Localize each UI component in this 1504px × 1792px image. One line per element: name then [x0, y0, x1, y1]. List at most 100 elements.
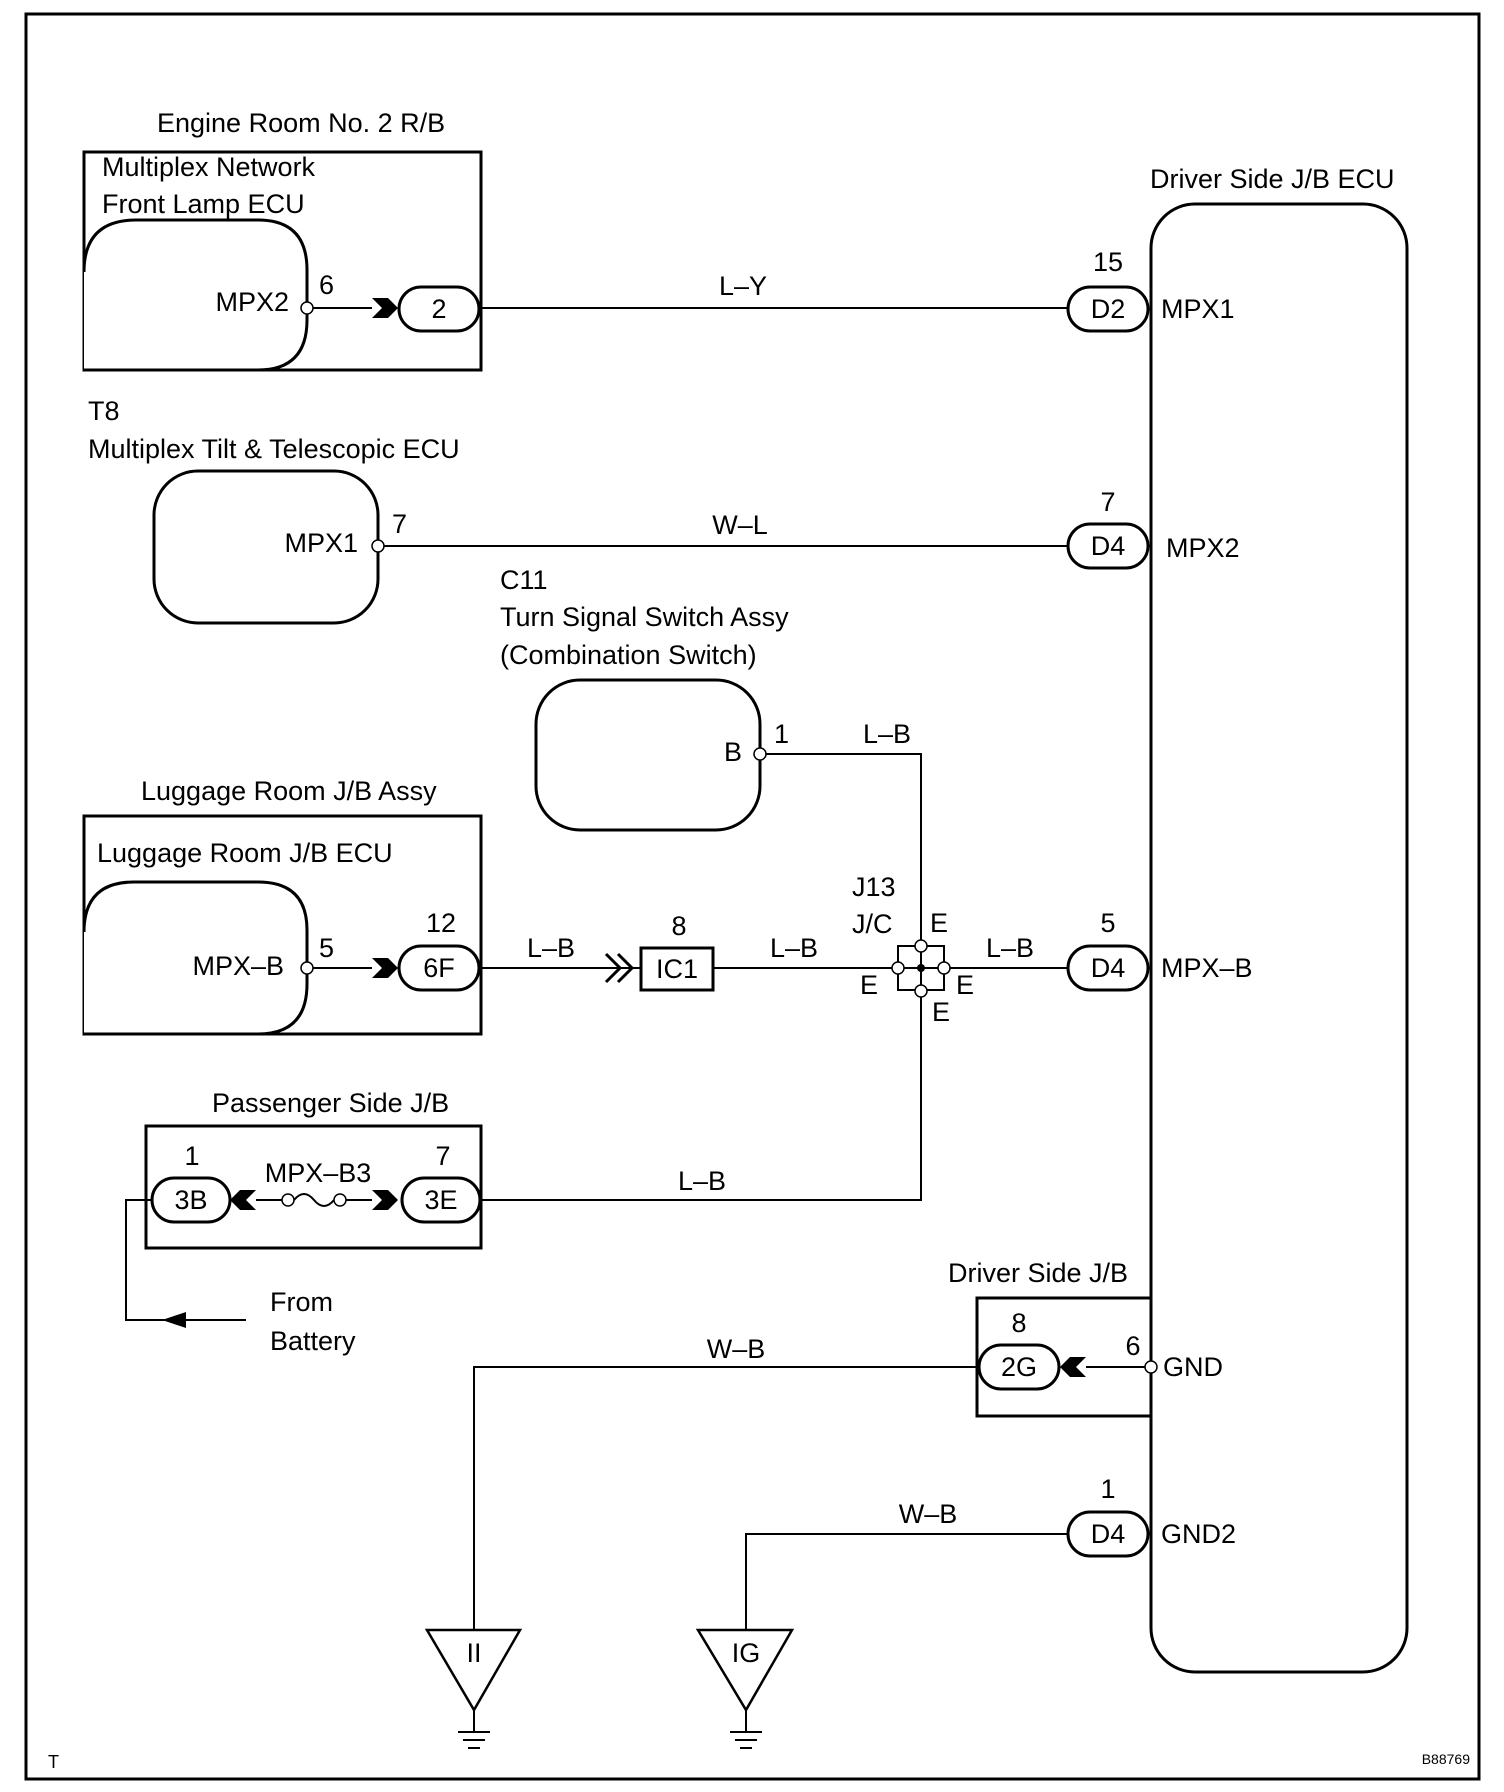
jc-terminal-right: [937, 961, 951, 975]
ecu-gnd-terminal-dot: [1144, 1360, 1158, 1374]
junction-connector-j13: J13 J/C E E E E: [852, 872, 974, 1027]
luggage-jb-ecu-body: [82, 880, 309, 1036]
front-lamp-ecu-label-2: Front Lamp ECU: [102, 189, 305, 219]
jc-title: J/C: [852, 909, 893, 939]
jc-e-right: E: [956, 970, 974, 1000]
wire-color-lb-switch: L–B: [863, 719, 911, 749]
connector-2: [397, 285, 481, 333]
driver-jb-ecu-body: [1149, 202, 1409, 1674]
connector-6f-pin: 12: [426, 908, 456, 938]
figure-code: B88769: [1422, 1751, 1470, 1767]
ic1-pin: 8: [671, 911, 686, 941]
front-lamp-pin: 6: [319, 270, 334, 300]
wire-color-wl: W–L: [712, 510, 768, 540]
fuse-label: MPX–B3: [265, 1158, 372, 1188]
ecu-gnd-pin: 6: [1125, 1331, 1140, 1361]
jc-e-left: E: [860, 970, 878, 1000]
gnd-circuit: W–B II: [424, 1334, 979, 1749]
wire-color-lb-jc: L–B: [986, 933, 1034, 963]
passenger-circuit: L–B: [480, 997, 922, 1201]
front-lamp-ecu-label-1: Multiplex Network: [102, 152, 316, 182]
connector-d2-label: D2: [1091, 294, 1126, 324]
wire-color-lb-ic1: L–B: [770, 933, 818, 963]
connector-2g-label: 2G: [1001, 1352, 1037, 1382]
ecu-mpx1-terminal: MPX1: [1161, 294, 1235, 324]
wire-color-wb-gnd: W–B: [707, 1334, 766, 1364]
driver-side-jb: Driver Side J/B 8 2G 6 GND: [948, 1258, 1223, 1418]
connector-6f-label: 6F: [423, 953, 455, 983]
mpx1-circuit: L–Y D2 15 MPX1: [481, 247, 1235, 333]
ground-ii-label: II: [466, 1638, 481, 1668]
tilt-ecu-pin: 7: [392, 509, 407, 539]
ic1-circuit: L–B IC1 8 L–B: [479, 911, 894, 992]
wire-color-lb-luggage: L–B: [527, 933, 575, 963]
connector-d4-mpxb-label: D4: [1091, 953, 1126, 983]
d4-mpxb-pin: 5: [1100, 908, 1115, 938]
jc-e-top: E: [930, 908, 948, 938]
ground-point-ii: [424, 1628, 523, 1713]
front-lamp-ecu-body: [82, 218, 309, 372]
engine-room-rb-title: Engine Room No. 2 R/B: [157, 108, 445, 138]
driver-jb-ecu-title: Driver Side J/B ECU: [1150, 164, 1395, 194]
connector-d4-gnd2-label: D4: [1091, 1519, 1126, 1549]
connector-d2: [1066, 285, 1150, 333]
front-lamp-mpx2-terminal: MPX2: [215, 287, 289, 317]
connector-arrow-icon: [372, 1190, 398, 1210]
ecu-mpxb-terminal: MPX–B: [1161, 953, 1253, 983]
connector-d4-mpx2: [1066, 522, 1150, 570]
battery-feed: From Battery: [125, 1199, 356, 1356]
turn-switch-terminal-dot: [753, 747, 767, 761]
tilt-telescopic-ecu: T8 Multiplex Tilt & Telescopic ECU MPX1 …: [88, 396, 1240, 625]
diagram-frame: [24, 12, 1481, 1781]
battery-label-1: From: [270, 1287, 333, 1317]
passenger-left-pin: 1: [184, 1141, 199, 1171]
ground-ig-label: IG: [732, 1638, 761, 1668]
d2-pin: 15: [1093, 247, 1123, 277]
turn-switch-title-1: Turn Signal Switch Assy: [500, 602, 789, 632]
double-chevron-icon: [604, 952, 623, 984]
turn-switch-pin: 1: [774, 719, 789, 749]
connector-2-label: 2: [431, 294, 446, 324]
battery-label-2: Battery: [270, 1326, 356, 1356]
luggage-jb-ecu-label: Luggage Room J/B ECU: [97, 838, 393, 868]
passenger-right-pin: 7: [435, 1141, 450, 1171]
driver-jb-ecu: Driver Side J/B ECU: [1149, 164, 1409, 1674]
gnd2-circuit: 1 D4 GND2 W–B IG: [695, 1474, 1236, 1749]
wire-color-ly: L–Y: [719, 271, 767, 301]
jc-terminal-left: [891, 961, 905, 975]
passenger-side-jb: Passenger Side J/B 1 3B MPX–B3 7 3E: [144, 1088, 483, 1250]
luggage-jb-title: Luggage Room J/B Assy: [141, 776, 437, 806]
wire-color-wb-gnd2: W–B: [899, 1499, 958, 1529]
connector-3b-label: 3B: [174, 1185, 207, 1215]
turn-switch-b-terminal: B: [724, 737, 742, 767]
engine-room-rb: Engine Room No. 2 R/B Multiplex Network …: [82, 108, 483, 372]
wire-color-lb-passenger: L–B: [678, 1166, 726, 1196]
front-lamp-mpx2-terminal-dot: [300, 301, 314, 315]
d4-gnd2-pin: 1: [1100, 1474, 1115, 1504]
connector-ic1-label: IC1: [656, 954, 698, 984]
connector-arrow-icon: [372, 298, 398, 318]
battery-arrow-icon: [162, 1312, 186, 1328]
jc-e-bottom: E: [932, 997, 950, 1027]
passenger-jb-title: Passenger Side J/B: [212, 1088, 449, 1118]
connector-3e-label: 3E: [424, 1185, 457, 1215]
page-mark: T: [48, 1752, 59, 1772]
ground-point-ig: [695, 1628, 795, 1713]
jc-terminal-bottom: [914, 984, 928, 998]
driver-jb-pin: 8: [1011, 1308, 1026, 1338]
fuse-icon: [293, 1193, 335, 1207]
turn-signal-switch: C11 Turn Signal Switch Assy (Combination…: [500, 565, 922, 944]
connector-d4-mpxb: [1066, 944, 1150, 992]
tilt-ecu-terminal-dot: [371, 539, 385, 553]
driver-jb-title: Driver Side J/B: [948, 1258, 1128, 1288]
luggage-mpxb-terminal: MPX–B: [192, 951, 284, 981]
luggage-pin: 5: [319, 933, 334, 963]
jc-code: J13: [852, 872, 896, 902]
tilt-ecu-title: Multiplex Tilt & Telescopic ECU: [88, 434, 460, 464]
connector-arrow-icon: [372, 958, 398, 978]
turn-switch-title-2: (Combination Switch): [500, 640, 757, 670]
ecu-gnd-terminal: GND: [1163, 1352, 1223, 1382]
luggage-terminal-dot: [300, 961, 314, 975]
turn-switch-code: C11: [500, 565, 548, 595]
mpxb-circuit: L–B D4 5 MPX–B: [950, 908, 1253, 992]
